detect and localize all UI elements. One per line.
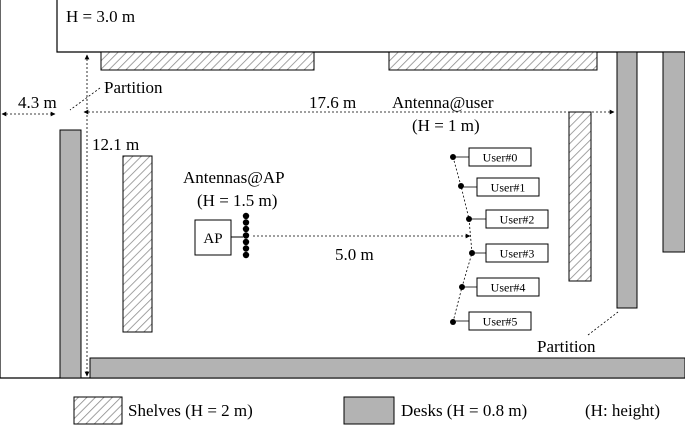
ap-antenna-element [242, 245, 250, 252]
ap-antenna-array [242, 212, 250, 259]
dim-ap-user-label: 5.0 m [335, 245, 374, 264]
shelf-left [122, 155, 153, 333]
user-label: User#1 [491, 181, 526, 195]
user-trajectory [452, 156, 473, 323]
desk-left-partition [59, 129, 82, 379]
legend-shelves-label: Shelves (H = 2 m) [128, 401, 253, 420]
user-antenna-dot [450, 154, 456, 160]
ap-antenna-element [242, 238, 250, 246]
legend-shelves-swatch [73, 396, 123, 425]
user-label: User#5 [483, 315, 518, 329]
legend-desks-swatch [343, 396, 395, 425]
ap-antenna-element [242, 225, 250, 233]
user-antenna-dot [469, 250, 475, 256]
user-position-2: User#2 [466, 209, 549, 229]
user-label-box [476, 277, 540, 297]
access-point-box [194, 219, 232, 256]
user-label: User#0 [483, 151, 518, 165]
user-label: User#2 [500, 213, 535, 227]
shelf-top-left [100, 51, 315, 71]
user-position-1: User#1 [458, 177, 540, 197]
desk-right-wall [662, 51, 685, 253]
dim-width-label: 17.6 m [309, 93, 356, 112]
partition-label-top: Partition [104, 78, 163, 97]
user-label-box [485, 243, 549, 263]
user-label-box [485, 209, 549, 229]
antennas-ap-label: Antennas@AP [183, 168, 285, 187]
access-point-label: AP [203, 231, 222, 247]
user-position-0: User#0 [450, 147, 532, 167]
user-antenna-dot [466, 216, 472, 222]
user-position-5: User#5 [450, 311, 532, 331]
ap-antenna-element [242, 251, 250, 259]
desk-bottom [89, 357, 685, 379]
ap-antenna-element [242, 219, 250, 226]
shelf-right [568, 111, 592, 282]
partition-label-bottom: Partition [537, 337, 596, 356]
user-antenna-dot [459, 284, 465, 290]
antenna-user-height-label: (H = 1 m) [412, 116, 480, 135]
legend-desks-label: Desks (H = 0.8 m) [401, 401, 527, 420]
user-label-box [468, 147, 532, 167]
room-wall-top [56, 0, 685, 53]
partition-leader-bottom [587, 311, 619, 336]
user-position-4: User#4 [459, 277, 540, 297]
partition-leader-top [69, 87, 101, 111]
antennas-ap-height-label: (H = 1.5 m) [197, 191, 277, 210]
desk-right-partition [616, 51, 638, 309]
dim-left-gap-label: 4.3 m [18, 93, 57, 112]
legend-height-note: (H: height) [585, 401, 660, 420]
user-antenna-dot [458, 183, 464, 189]
legend: Shelves (H = 2 m) Desks (H = 0.8 m) (H: … [73, 396, 660, 425]
antenna-user-label: Antenna@user [392, 93, 494, 112]
user-label-box [468, 311, 532, 331]
shelf-top-right [388, 51, 598, 71]
ap-antenna-element [242, 212, 250, 220]
user-label: User#3 [500, 247, 535, 261]
ceiling-height-label: H = 3.0 m [66, 7, 135, 26]
user-label-box [476, 177, 540, 197]
user-antenna-dot [450, 319, 456, 325]
ap-antenna-element [242, 232, 250, 239]
dim-depth-label: 12.1 m [92, 135, 139, 154]
user-position-3: User#3 [469, 243, 549, 263]
user-label: User#4 [491, 281, 526, 295]
